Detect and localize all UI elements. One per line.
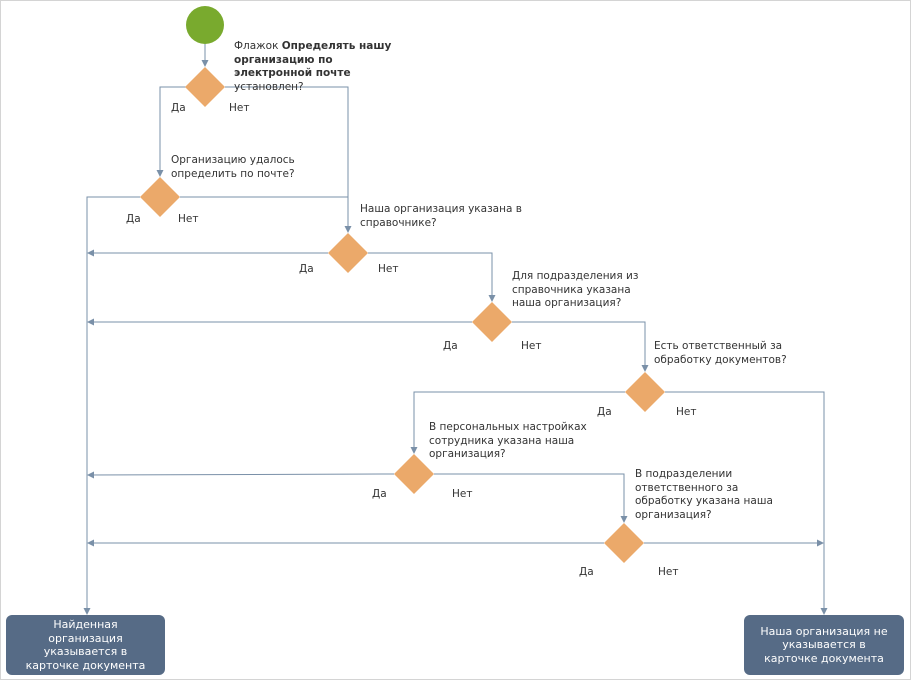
q3-no-label: Нет [378,263,399,275]
question-q4: Для подразделения из справочника указана… [512,270,639,309]
question-q1: Флажок Определять нашу организацию по эл… [234,40,392,93]
q5-no-label: Нет [676,406,697,418]
connector-q1-yes [156,86,186,177]
q5-yes-label: Да [597,406,612,418]
q2-no-label: Нет [178,213,199,225]
connector-q5-yes [410,391,625,454]
decision-q4-diamond [472,302,512,342]
question-q5: Есть ответственный за обработку документ… [654,340,787,366]
connector-q4-no [512,321,649,372]
connector-q6-no [434,473,628,523]
connector-q2-yes [83,196,140,615]
q4-no-label: Нет [521,340,542,352]
decision-q2-diamond [140,177,180,217]
q7-yes-label: Да [579,566,594,578]
question-q7: В подразделении ответственного за обрабо… [635,468,773,521]
q7-no-label: Нет [658,566,679,578]
start-node [186,6,224,44]
q6-no-label: Нет [452,488,473,500]
connector-q6-yes [87,471,395,479]
decision-q6-diamond [394,454,434,494]
q3-yes-label: Да [299,263,314,275]
q4-yes-label: Да [443,340,458,352]
connector-q3-no [368,252,496,302]
end-box-not-found: Наша организация не указывается в карточ… [744,615,904,675]
decision-q3-diamond [328,233,368,273]
q1-yes-label: Да [171,102,186,114]
connector-q1-no [225,86,352,233]
end-box-found: Найденная организация указывается в карт… [6,615,165,675]
end-box-found-text: Найденная организация указывается в карт… [25,618,146,672]
question-q6: В персональных настройках сотрудника ука… [429,421,587,460]
q2-yes-label: Да [126,213,141,225]
question-q3: Наша организация указана в справочнике? [360,203,522,229]
decision-q1-diamond [185,67,225,107]
decision-q5-diamond [625,372,665,412]
connector-q5-no [665,391,828,615]
decision-q7-diamond [604,523,644,563]
question-q2: Организацию удалось определить по почте? [171,154,295,180]
q1-no-label: Нет [229,102,250,114]
end-box-not-found-text: Наша организация не указывается в карточ… [760,624,888,665]
q6-yes-label: Да [372,488,387,500]
